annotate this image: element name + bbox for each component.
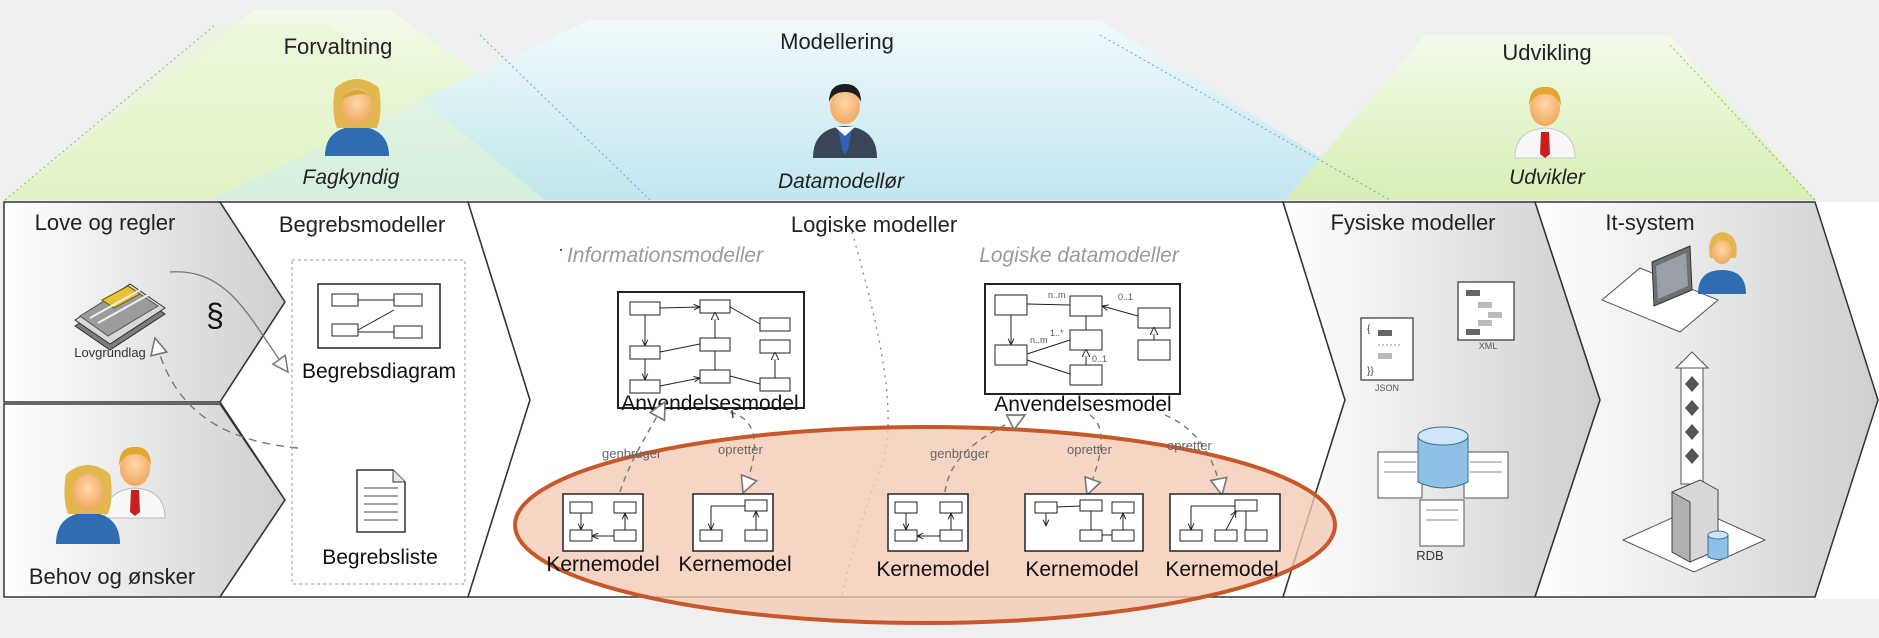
heading-logiske-modeller: Logiske modeller xyxy=(791,212,957,237)
rdb-label: RDB xyxy=(1416,548,1443,563)
relation-label-opretter-3: opretter xyxy=(1167,438,1212,453)
heading-begrebsmodeller: Begrebsmodeller xyxy=(279,212,445,237)
workstation-icon xyxy=(1601,232,1746,333)
subheading-logiske-datamodeller: Logiske datamodeller xyxy=(979,244,1180,267)
begrebsdiagram-icon xyxy=(317,283,441,349)
genbruger-arrow-1 xyxy=(619,402,665,493)
behov-persons-icon xyxy=(56,446,166,544)
server-icon xyxy=(1621,479,1767,573)
relation-label-opretter-1: opretter xyxy=(718,442,763,457)
kernemodel-3-diagram xyxy=(887,493,969,552)
heading-love-og-regler: Love og regler xyxy=(35,210,176,235)
panel-begrebsmodeller xyxy=(218,201,531,598)
kernemodel-1-label: Kernemodel xyxy=(546,553,659,576)
role-person-udvikler: Udvikler xyxy=(1509,166,1586,189)
svg-text:{: { xyxy=(1367,324,1371,335)
role-title-modellering: Modellering xyxy=(780,29,894,54)
heading-behov-og-onsker: Behov og ønsker xyxy=(29,564,195,589)
marker-dot xyxy=(560,249,562,251)
json-label: JSON xyxy=(1375,383,1399,393)
connection-ladder-icon xyxy=(1674,351,1710,485)
xml-file-icon xyxy=(1457,281,1515,341)
json-file-icon: { }} xyxy=(1360,317,1414,381)
kernemodel-diagrams xyxy=(562,493,1281,552)
begrebsliste-document-icon xyxy=(356,469,406,533)
multiplicity-3: n..m xyxy=(1030,335,1048,345)
opretter-arrow-2 xyxy=(1087,414,1103,495)
lovgrundlag-label: Lovgrundlag xyxy=(74,345,146,360)
band-forvaltning-front xyxy=(5,25,545,200)
relation-label-genbruger-1: genbruger xyxy=(602,446,662,461)
lovgrundlag-book-icon xyxy=(74,283,166,351)
kernemodel-2-diagram xyxy=(692,493,774,552)
kernemodel-5-label: Kernemodel xyxy=(1165,558,1278,581)
kernemodel-5-diagram xyxy=(1169,493,1281,552)
kernemodel-2-label: Kernemodel xyxy=(678,553,791,576)
relation-label-genbruger-2: genbruger xyxy=(930,446,990,461)
genbruger-arrow-2 xyxy=(944,415,1025,493)
anvendelsesmodel-1-diagram xyxy=(617,291,805,409)
anvendelsesmodel-2-diagram xyxy=(984,283,1181,395)
behov-to-lovgrundlag-arrow xyxy=(155,338,299,449)
fagkyndig-person-icon xyxy=(325,79,389,156)
begrebsmodeller-dotted-frame xyxy=(291,259,466,585)
role-title-udvikling: Udvikling xyxy=(1502,40,1591,65)
multiplicity-5: 0..1 xyxy=(1092,354,1107,364)
role-bands xyxy=(4,10,1816,201)
opretter-arrow-1 xyxy=(729,411,754,493)
heading-it-system: It-system xyxy=(1605,210,1694,235)
svg-text:}}: }} xyxy=(1367,366,1374,377)
kernemodel-3-label: Kernemodel xyxy=(876,558,989,581)
lovgrundlag-to-begrebsdiagram-arrow xyxy=(169,271,288,372)
relation-arrows xyxy=(619,402,1222,495)
xml-label: XML xyxy=(1479,341,1498,351)
anvendelsesmodel-2-label: Anvendelsesmodel xyxy=(994,393,1171,416)
opretter-arrow-3 xyxy=(1164,414,1222,495)
rdb-database-icon xyxy=(1377,426,1509,547)
datamodellor-person-icon xyxy=(813,84,877,158)
role-title-forvaltning: Forvaltning xyxy=(284,34,393,59)
kernemodel-4-label: Kernemodel xyxy=(1025,558,1138,581)
role-person-datamodellor: Datamodellør xyxy=(778,170,905,193)
band-modellering xyxy=(210,20,1390,200)
multiplicity-1: n..m xyxy=(1048,290,1066,300)
begrebsliste-label: Begrebsliste xyxy=(322,546,438,569)
subheading-informationsmodeller: Informationsmodeller xyxy=(567,244,764,267)
kernemodel-1-diagram xyxy=(562,493,644,552)
kernemodel-4-diagram xyxy=(1024,493,1144,552)
anvendelsesmodel-1-label: Anvendelsesmodel xyxy=(621,392,798,415)
heading-fysiske-modeller: Fysiske modeller xyxy=(1330,210,1495,235)
multiplicity-2: 0..1 xyxy=(1118,292,1133,302)
paragraph-symbol: § xyxy=(206,297,224,333)
relation-label-opretter-2: opretter xyxy=(1067,442,1112,457)
begrebsdiagram-label: Begrebsdiagram xyxy=(302,360,456,383)
udvikler-person-icon xyxy=(1514,86,1576,159)
role-person-fagkyndig: Fagkyndig xyxy=(303,166,400,189)
multiplicity-4: 1..* xyxy=(1050,328,1064,338)
